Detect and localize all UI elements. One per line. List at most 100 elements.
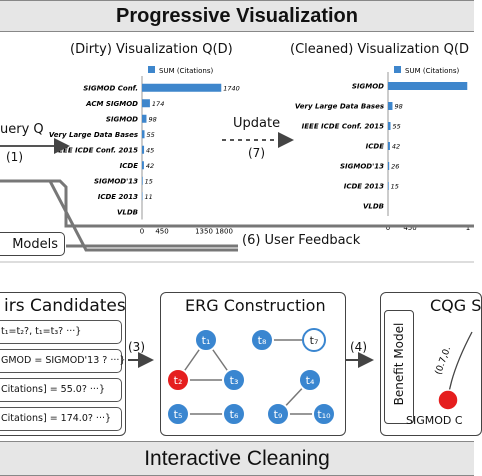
dirty-chart-title: (Dirty) Visualization Q(D) bbox=[70, 42, 233, 57]
data-label: 45 bbox=[146, 146, 154, 154]
category-label: ACM SIGMOD bbox=[85, 100, 138, 108]
erg-title: ERG Construction bbox=[185, 296, 326, 315]
node-t1 bbox=[194, 328, 218, 352]
banner-title: Progressive Visualization bbox=[116, 5, 358, 27]
node-label: t₆ bbox=[230, 408, 239, 421]
category-label: ICDE 2013 bbox=[344, 183, 384, 191]
node-t6 bbox=[222, 402, 246, 426]
cqg-curve-label: (0.7,0. bbox=[434, 345, 453, 376]
x-tick-label: 450 bbox=[403, 224, 416, 232]
models-label: Models bbox=[12, 237, 58, 252]
cleaned-chart-title: (Cleaned) Visualization Q(D bbox=[290, 42, 469, 57]
flow-connectors bbox=[0, 132, 474, 368]
node-t2 bbox=[166, 368, 190, 392]
node-t7 bbox=[302, 328, 326, 352]
legend-label: SUM (Citations) bbox=[405, 67, 459, 75]
cqg-title: CQG S bbox=[430, 296, 482, 315]
cleaned-bar-chart: SUM (Citations) SIGMOD Very Large Data Bas… bbox=[295, 66, 470, 232]
category-label: ICDE 2013 bbox=[98, 193, 138, 201]
category-label: IEEE ICDE Conf. 2015 bbox=[302, 123, 384, 131]
x-tick-label: 0 bbox=[140, 228, 144, 236]
category-label: ICDE bbox=[366, 143, 385, 151]
candidate-item: Citations] = 55.0? ···} bbox=[0, 378, 122, 402]
x-tick-label: 0 bbox=[386, 224, 390, 232]
x-tick-label: 1800 bbox=[215, 228, 233, 236]
feedback-line-lower bbox=[0, 179, 238, 252]
bar bbox=[388, 182, 389, 190]
node-label: t₈ bbox=[258, 334, 267, 347]
cqg-graph: (0.7,0. bbox=[434, 331, 473, 411]
category-label: Very Large Data Bases bbox=[49, 131, 138, 139]
node-label: t₁₀ bbox=[317, 408, 331, 421]
candidate-item: Citations] = 174.0? ···} bbox=[0, 407, 122, 431]
node-t8 bbox=[250, 328, 274, 352]
category-label: SIGMOD Conf. bbox=[83, 84, 138, 92]
bar bbox=[142, 161, 144, 170]
x-tick-label: 1 bbox=[466, 224, 470, 232]
user-feedback-label: (6) User Feedback bbox=[242, 233, 361, 248]
node-label: t₁ bbox=[202, 334, 211, 347]
bottom-banner: Interactive Cleaning bbox=[0, 441, 474, 476]
data-label: 11 bbox=[145, 193, 153, 201]
data-label: 98 bbox=[394, 103, 402, 111]
node-label: t₂ bbox=[174, 374, 183, 387]
bar bbox=[388, 102, 393, 110]
node-t9 bbox=[266, 402, 290, 426]
x-tick-label: 450 bbox=[155, 228, 168, 236]
bar bbox=[142, 192, 143, 201]
data-label: 98 bbox=[148, 115, 156, 123]
query-label: uery Q bbox=[0, 122, 44, 137]
bar bbox=[388, 82, 468, 90]
data-label: 1740 bbox=[223, 84, 240, 92]
node-label: t₅ bbox=[174, 408, 183, 421]
legend-swatch bbox=[148, 66, 155, 73]
step-3-label: (3) bbox=[128, 340, 145, 354]
cqg-curve bbox=[447, 331, 473, 399]
node-label: t₉ bbox=[274, 408, 283, 421]
data-label: 26 bbox=[391, 163, 399, 171]
node-label: t₄ bbox=[306, 374, 315, 387]
node-label: t₃ bbox=[230, 374, 239, 387]
bar bbox=[142, 83, 222, 92]
category-label: IEEE ICDE Conf. 2015 bbox=[56, 146, 138, 154]
bar bbox=[142, 176, 143, 185]
bar bbox=[388, 142, 390, 150]
category-label: Very Large Data Bases bbox=[295, 103, 384, 111]
node-t10 bbox=[312, 402, 336, 426]
node-t4 bbox=[298, 368, 322, 392]
step-1-label: (1) bbox=[6, 150, 23, 164]
category-label: ICDE bbox=[120, 162, 139, 170]
category-label: SIGMOD'13 bbox=[94, 177, 138, 185]
bar bbox=[388, 122, 391, 130]
node-t5 bbox=[166, 402, 190, 426]
models-box: Models bbox=[0, 232, 65, 256]
data-label: 42 bbox=[146, 162, 154, 170]
benefit-model-box: Benefit Model bbox=[384, 310, 414, 424]
data-label: 174 bbox=[152, 100, 164, 108]
bar bbox=[142, 114, 147, 123]
bar bbox=[142, 145, 145, 154]
erg-graph: t₁ t₂ t₃ t₅ t₆ t₈ t₇ t₄ t₉ t₁₀ bbox=[166, 328, 336, 426]
category-label: SIGMOD bbox=[106, 115, 138, 123]
pairs-candidates-title: irs Candidates bbox=[4, 296, 126, 316]
top-banner: Progressive Visualization bbox=[0, 0, 474, 32]
benefit-model-label: Benefit Model bbox=[392, 322, 406, 406]
node-label: t₇ bbox=[310, 334, 319, 347]
category-label: SIGMOD bbox=[352, 83, 384, 91]
node-t3 bbox=[222, 368, 246, 392]
data-label: 55 bbox=[393, 123, 401, 131]
cqg-red-node bbox=[437, 389, 459, 411]
bar bbox=[388, 162, 390, 170]
data-label: 15 bbox=[145, 177, 153, 185]
step-4-label: (4) bbox=[350, 340, 367, 354]
update-label: Update bbox=[233, 116, 281, 131]
bar bbox=[142, 99, 150, 108]
x-tick-label: 1350 bbox=[195, 228, 213, 236]
category-label: VLDB bbox=[117, 208, 138, 216]
data-label: 15 bbox=[391, 183, 399, 191]
cqg-bottom-label: SIGMOD C bbox=[406, 414, 463, 427]
data-label: 55 bbox=[147, 131, 155, 139]
data-label: 42 bbox=[392, 143, 400, 151]
bar bbox=[142, 130, 145, 139]
